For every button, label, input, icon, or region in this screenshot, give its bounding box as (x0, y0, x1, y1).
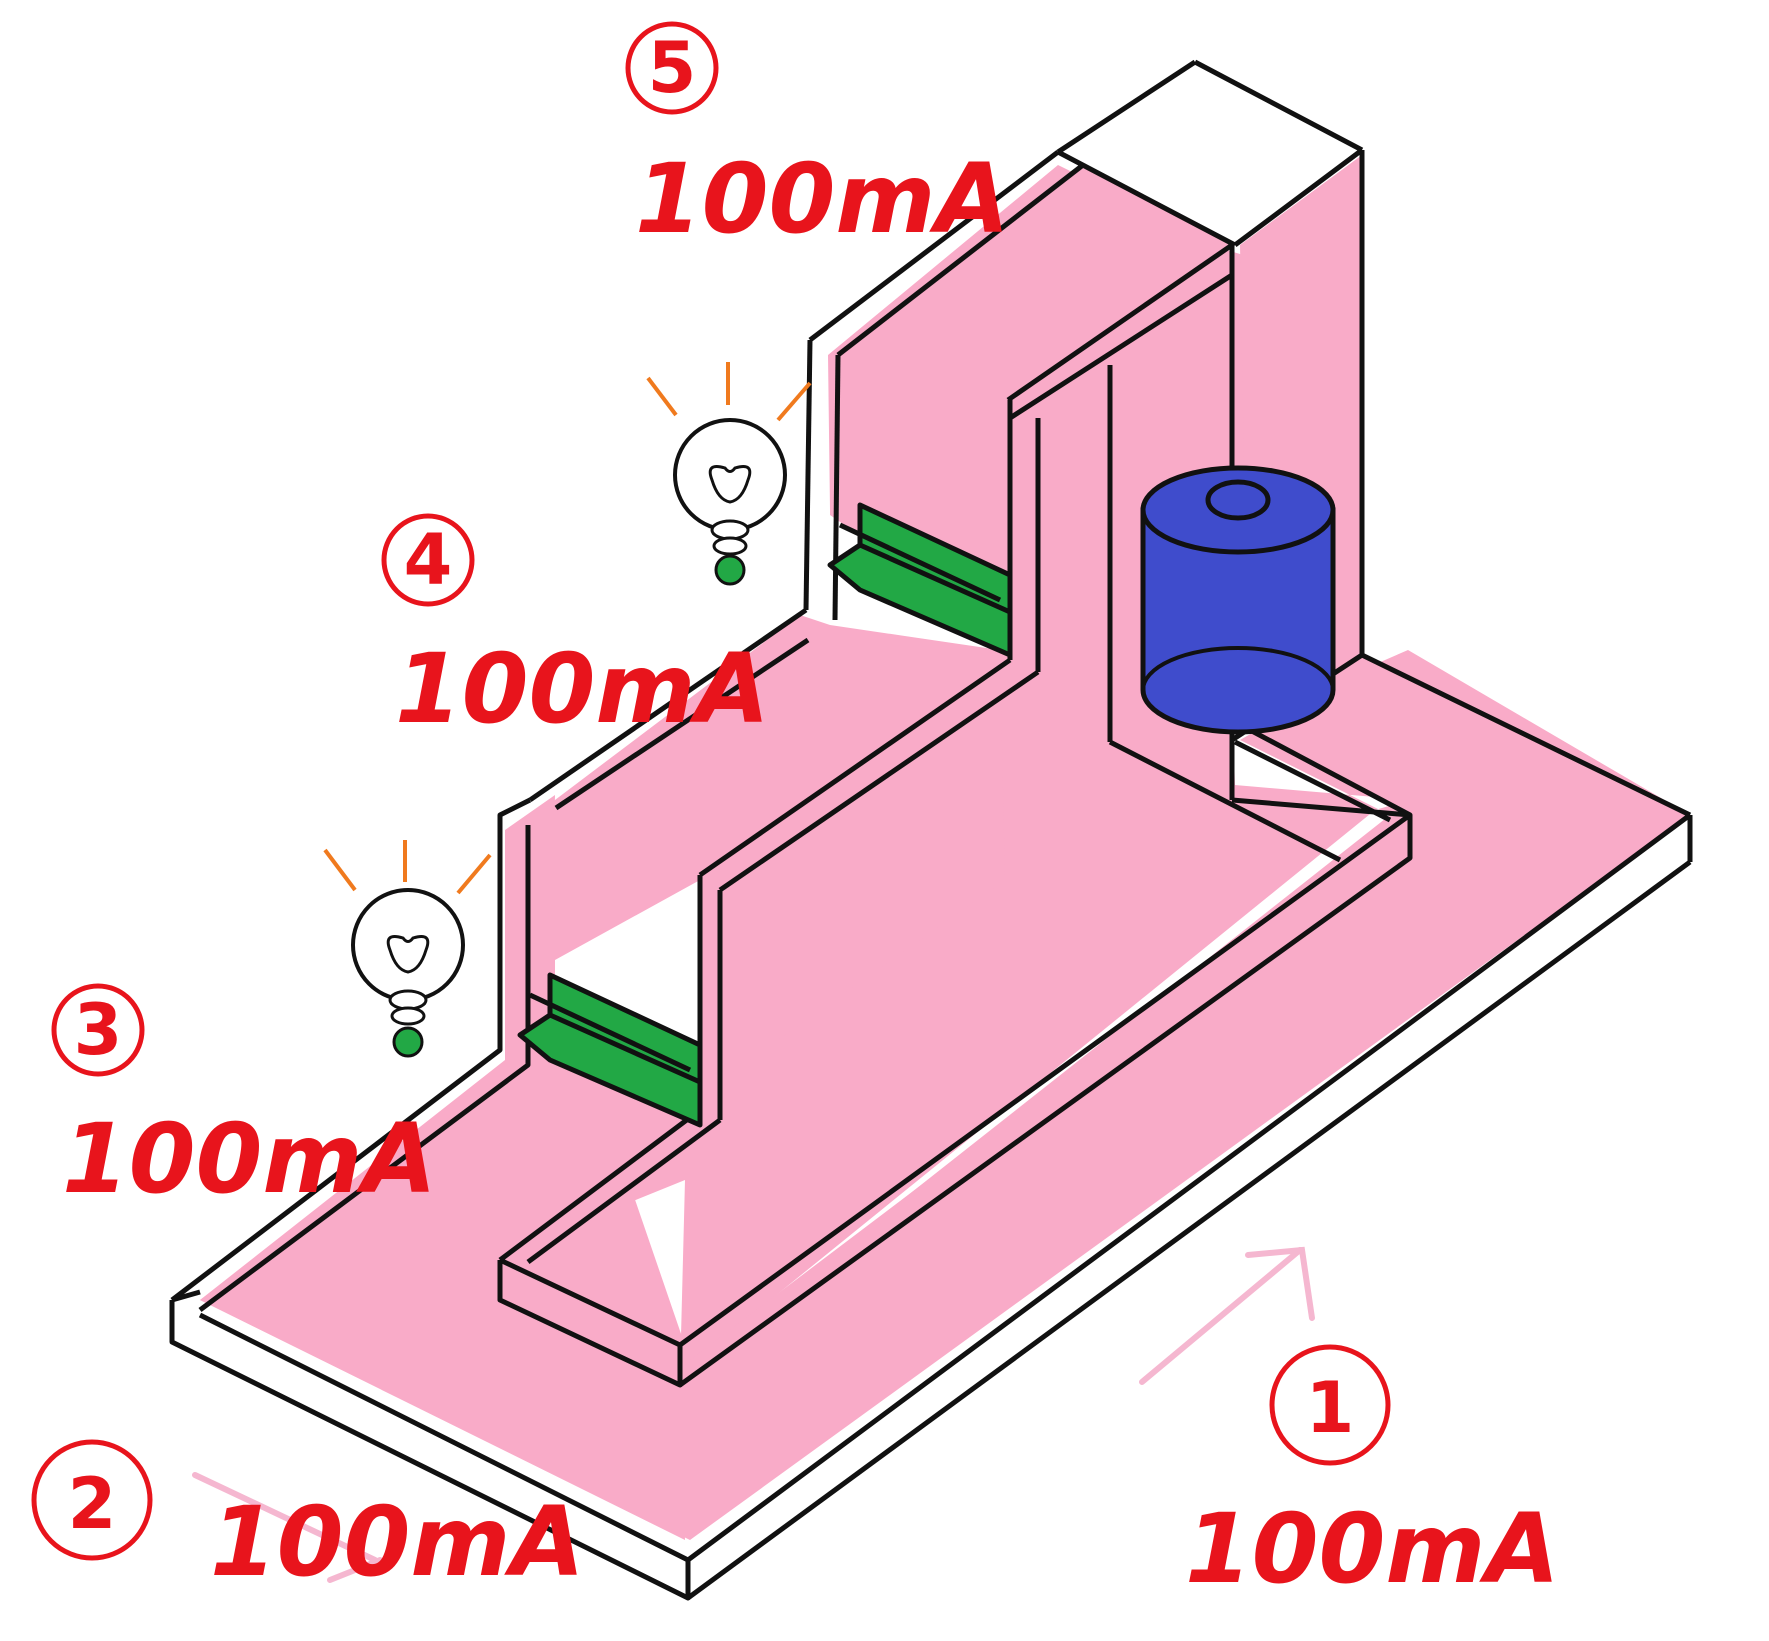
label-point-1: 1 100mA (1185, 1344, 1560, 1605)
bulb-upper (646, 362, 812, 586)
marker-1: 1 (1306, 1367, 1355, 1449)
current-label-5: 100mA (635, 143, 1010, 255)
current-arrow-left (192, 1472, 383, 1583)
marker-2: 2 (68, 1463, 117, 1545)
label-point-2: 2 100mA (31, 1439, 585, 1598)
bulb-lower (323, 840, 492, 1058)
current-label-4: 100mA (395, 633, 770, 745)
current-path-detail (200, 155, 1690, 1540)
label-point-3: 3 100mA (51, 983, 437, 1215)
label-point-5: 5 100mA (625, 21, 1010, 255)
current-label-2: 100mA (210, 1486, 585, 1598)
marker-5: 5 (648, 27, 697, 109)
label-point-4: 4 100mA (381, 513, 770, 745)
resistor-upper (827, 502, 1013, 658)
battery (1140, 465, 1336, 735)
marker-3: 3 (74, 989, 123, 1071)
current-arrow-right (1139, 1246, 1315, 1385)
current-label-3: 100mA (62, 1103, 437, 1215)
current-label-1: 100mA (1185, 1493, 1560, 1605)
marker-4: 4 (404, 519, 453, 601)
resistor-lower (517, 972, 703, 1128)
